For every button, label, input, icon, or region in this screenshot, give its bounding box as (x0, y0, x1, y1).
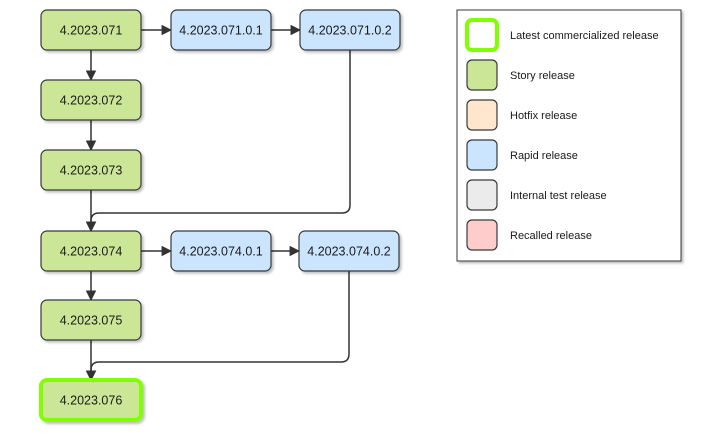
release-node-box (170, 9, 272, 51)
release-node-4.2023.071.0.1[interactable]: 4.2023.071.0.1 (170, 9, 272, 51)
legend-item-hotfix: Hotfix release (466, 99, 577, 131)
release-node-4.2023.071[interactable]: 4.2023.071 (40, 9, 142, 51)
release-node-box (170, 230, 272, 272)
release-node-label: 4.2023.071 (60, 24, 123, 38)
legend-label: Story release (510, 70, 575, 82)
release-node-4.2023.074.0.1[interactable]: 4.2023.074.0.1 (170, 230, 272, 272)
legend-item-latest: Latest commercialized release (465, 18, 659, 52)
release-node-label: 4.2023.072 (60, 94, 123, 108)
legend-label: Recalled release (510, 230, 592, 242)
release-node-box (39, 378, 143, 422)
release-node-box (40, 149, 142, 191)
release-node-label: 4.2023.071.0.2 (308, 24, 391, 38)
release-node-label: 4.2023.074 (60, 245, 123, 259)
release-node-box (298, 230, 400, 272)
edges-layer (85, 24, 351, 382)
release-node-label: 4.2023.073 (60, 164, 123, 178)
legend-label: Hotfix release (510, 110, 577, 122)
legend-frame (456, 9, 682, 262)
legend-label: Internal test release (510, 190, 607, 202)
release-node-label: 4.2023.074.0.2 (307, 245, 390, 259)
legend-label: Rapid release (510, 150, 578, 162)
release-node-box (40, 299, 142, 341)
release-node-4.2023.074[interactable]: 4.2023.074 (40, 230, 142, 272)
legend-item-story: Story release (466, 59, 575, 91)
release-node-4.2023.076[interactable]: 4.2023.076 (39, 378, 143, 422)
release-node-4.2023.072[interactable]: 4.2023.072 (40, 79, 142, 121)
nodes-layer: 4.2023.071 4.2023.071.0.1 4.2023.071.0.2 4.… (39, 9, 401, 422)
release-node-4.2023.071.0.2[interactable]: 4.2023.071.0.2 (299, 9, 401, 51)
legend-label: Latest commercialized release (510, 30, 659, 42)
release-node-box (299, 9, 401, 51)
release-node-box (40, 9, 142, 51)
edge-n0710_2-to-n074 (85, 50, 351, 233)
release-node-label: 4.2023.071.0.1 (179, 24, 262, 38)
legend-swatch (466, 219, 498, 251)
legend-swatch (466, 179, 498, 211)
legend-swatch (466, 139, 498, 171)
legend-item-internal: Internal test release (466, 179, 607, 211)
release-node-4.2023.074.0.2[interactable]: 4.2023.074.0.2 (298, 230, 400, 272)
legend-item-recalled: Recalled release (466, 219, 592, 251)
release-node-box (40, 79, 142, 121)
legend-item-rapid: Rapid release (466, 139, 578, 171)
release-node-4.2023.075[interactable]: 4.2023.075 (40, 299, 142, 341)
release-node-label: 4.2023.074.0.1 (179, 245, 262, 259)
release-node-label: 4.2023.076 (60, 394, 123, 408)
legend-swatch (466, 99, 498, 131)
release-node-4.2023.073[interactable]: 4.2023.073 (40, 149, 142, 191)
release-node-box (40, 230, 142, 272)
release-node-label: 4.2023.075 (60, 314, 123, 328)
legend-swatch (465, 18, 499, 52)
legend-swatch (466, 59, 498, 91)
edge-n0740_2-to-n076 (85, 271, 350, 382)
